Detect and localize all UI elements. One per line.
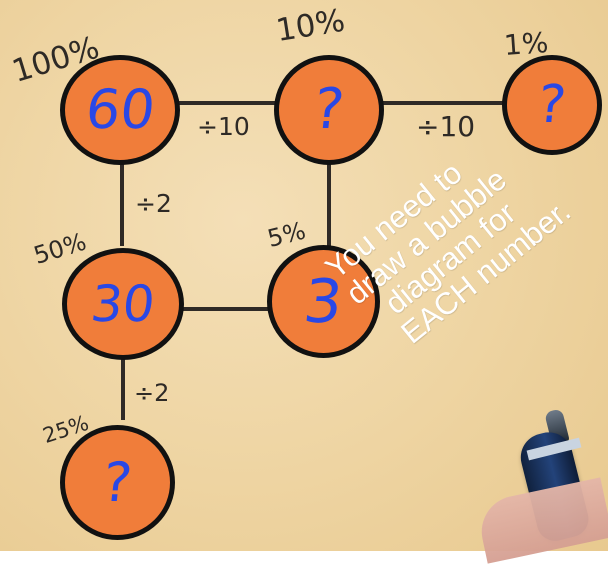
- connector-60-30: [120, 150, 124, 246]
- bubble-3: 3: [267, 245, 380, 358]
- bubble-10-percent-value: ?: [310, 77, 348, 142]
- bubble-1-percent-value: ?: [535, 75, 569, 135]
- operation-divide-2-upper: ÷2: [135, 189, 172, 218]
- operation-divide-10-second: ÷10: [416, 110, 476, 143]
- bubble-60: 60: [60, 55, 180, 165]
- operation-divide-10-first: ÷10: [197, 112, 250, 141]
- bubble-1-percent: ?: [502, 55, 602, 155]
- operation-divide-2-lower: ÷2: [134, 379, 170, 407]
- bubble-30-value: 30: [88, 275, 158, 333]
- connector-10-3: [327, 154, 331, 246]
- connector-30-3: [180, 307, 275, 311]
- bubble-30: 30: [62, 248, 184, 360]
- label-10-percent: 10%: [273, 2, 348, 49]
- connector-10-1: [378, 101, 516, 105]
- connector-30-25: [121, 355, 125, 420]
- bubble-25-percent-value: ?: [99, 450, 136, 514]
- bubble-60-value: 60: [82, 78, 158, 141]
- bubble-10-percent: ?: [274, 55, 384, 165]
- connector-60-10: [170, 101, 280, 105]
- label-5-percent: 5%: [264, 216, 309, 253]
- label-1-percent: 1%: [502, 25, 550, 62]
- bubble-25-percent: ?: [60, 425, 175, 540]
